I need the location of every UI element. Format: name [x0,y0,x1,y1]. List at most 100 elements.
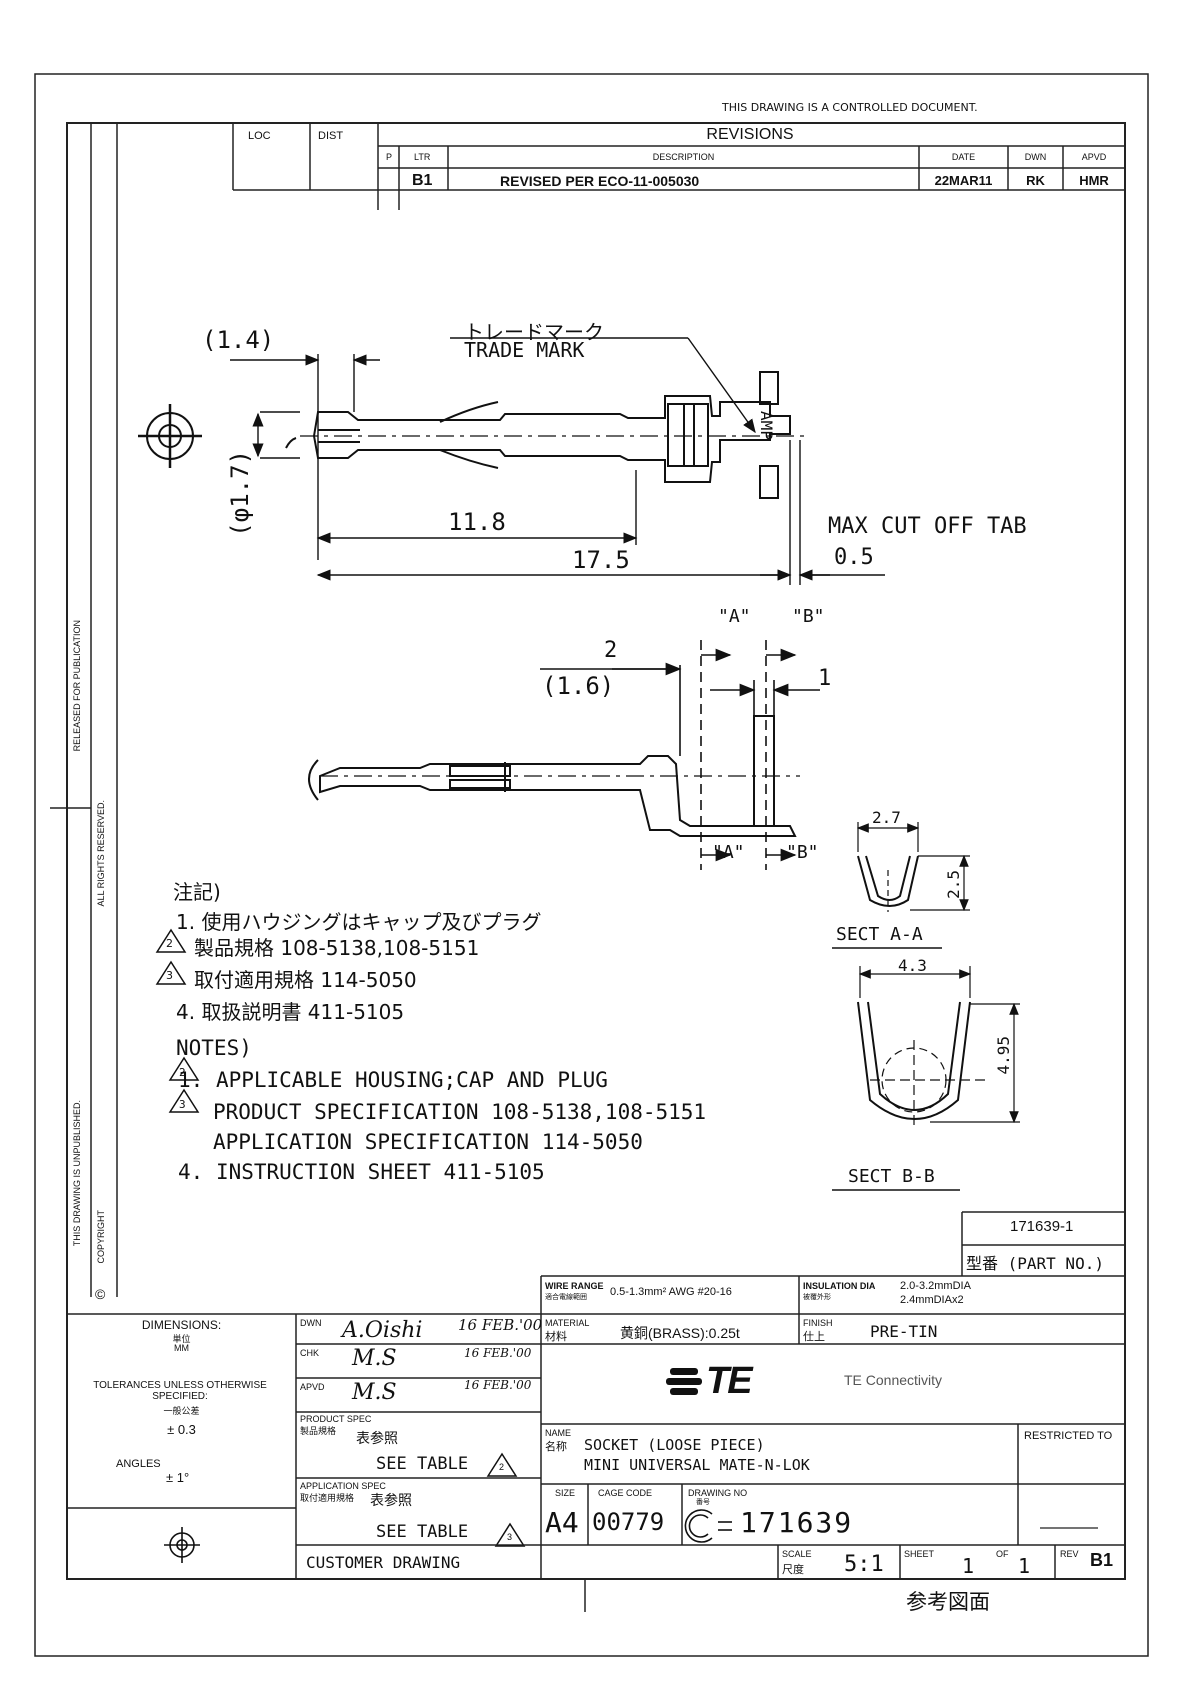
dim-2-5: 2.5 [944,870,963,899]
notes-jp-item-2: 製品規格 108-5138,108-5151 [194,936,480,960]
chk-signature: M.S [352,1346,397,1371]
dimensions-unit: MM [174,1343,189,1353]
dim-4-95: 4.95 [994,1036,1013,1075]
tolerance-value: ± 0.3 [167,1422,196,1437]
notes-en-title: NOTES) [176,1036,252,1060]
sheet-label: SHEET [904,1549,935,1559]
top-view [138,371,810,499]
chk-label: CHK [300,1348,320,1358]
revision-block-lines [232,123,1126,210]
cage-code-label: CAGE CODE [598,1488,653,1498]
dim-1-4: (1.4) [202,326,275,354]
notes-jp-item-2-mark: 2 [166,937,173,950]
amp-trade-mark: AMP [756,411,776,440]
notes-jp-item-1: 1. 使用ハウジングはキャップ及びプラグ [176,910,542,934]
side-label-rights: ALL RIGHTS RESERVED. [96,800,106,907]
apvd-signature: M.S [352,1380,397,1405]
product-spec-see-table: SEE TABLE [376,1454,469,1474]
max-cut-off-tab: MAX CUT OFF TAB [828,514,1027,539]
section-b-b [832,966,1020,1191]
wire-range-value: 0.5-1.3mm² AWG #20-16 [610,1286,732,1298]
top-view-dimensions [230,337,885,585]
name-jp: 名称 [545,1441,567,1453]
dwn-date: 16 FEB.'00 [458,1316,543,1334]
copyright-symbol: © [95,1286,106,1302]
apvd-label: APVD [300,1382,325,1392]
dim-1: 1 [818,666,832,691]
note-triangles [155,928,526,1547]
part-name-line-1: SOCKET (LOOSE PIECE) [584,1436,765,1454]
of-label: OF [996,1549,1009,1559]
apvd-date: 16 FEB.'00 [464,1378,532,1392]
side-view [308,715,800,837]
dimensions-label: DIMENSIONS: [141,1318,222,1332]
name-label: NAME [545,1428,572,1438]
rev-loc-label: LOC [248,130,271,142]
rev-row-description: REVISED PER ECO-11-005030 [500,173,700,189]
drawing-number-value: 171639 [740,1506,854,1539]
section-b-marker-top: "B" [792,606,825,627]
dim-0-5: 0.5 [834,545,874,570]
notes-en-item-1: 1. APPLICABLE HOUSING;CAP AND PLUG [178,1068,608,1092]
rev-row-apvd: HMR [1079,173,1109,188]
section-a-a-label: SECT A-A [836,924,923,945]
te-logo: TE [706,1360,753,1402]
company-name: TE Connectivity [844,1372,943,1388]
section-a-marker-top: "A" [718,606,751,627]
restricted-to-label: RESTRICTED TO [1024,1430,1113,1442]
application-spec-jp: 取付適用規格 [300,1493,355,1503]
trade-mark-jp: トレードマーク [464,320,604,344]
notes-jp-title: 注記) [173,880,221,904]
customer-drawing: CUSTOMER DRAWING [306,1553,461,1572]
rev-row-dwn: RK [1026,173,1045,188]
application-spec-triangle-number: 3 [507,1532,513,1542]
drawing-number-c-symbol [684,1509,732,1543]
angles-value: ± 1° [166,1470,190,1485]
wire-range-jp: 適合電線範囲 [545,1294,587,1301]
finish-label: FINISH [803,1318,833,1328]
rev-label: REV [1060,1549,1079,1559]
section-b-b-label: SECT B-B [848,1166,935,1187]
size-value: A4 [545,1506,579,1539]
sheet-border [34,73,1149,1657]
projection-symbol [164,1527,200,1563]
finish-value: PRE-TIN [870,1322,938,1341]
insulation-dia-jp: 被覆外形 [803,1294,831,1301]
scale-jp: 尺度 [782,1564,804,1576]
insulation-dia-value-1: 2.0-3.2mmDIA [900,1280,971,1292]
side-label-unpublished: THIS DRAWING IS UNPUBLISHED. [72,1100,82,1247]
rev-dist-label: DIST [318,130,344,142]
notes-en-item-2: PRODUCT SPECIFICATION 108-5138,108-5151 [213,1100,707,1124]
notes-en-item-3: APPLICATION SPECIFICATION 114-5050 [213,1130,643,1154]
te-logo-mark [666,1368,702,1395]
rev-value: B1 [1090,1550,1114,1570]
dim-11-8: 11.8 [448,508,506,536]
rev-col-apvd: APVD [1081,152,1107,162]
notes-en-item-3-mark: 3 [179,1098,186,1111]
notes-en-item-4: 4. INSTRUCTION SHEET 411-5105 [178,1160,545,1184]
rev-col-date: DATE [951,152,976,162]
side-label-copyright: COPYRIGHT [96,1210,106,1264]
dwn-label: DWN [300,1318,322,1328]
application-spec-see-table: SEE TABLE [376,1522,469,1542]
dim-1-6: (1.6) [542,672,615,700]
part-number-box-lines [961,1211,1125,1276]
drawing-number-prefix: C [693,1509,694,1510]
size-label: SIZE [555,1488,576,1498]
product-spec-triangle-number: 2 [499,1462,505,1472]
cage-code-value: 00779 [592,1508,665,1536]
section-a-marker-bottom: "A" [712,842,745,863]
drawing-number-jp: 番号 [696,1499,710,1506]
notes-jp-item-3-mark: 3 [166,969,173,982]
of-value: 1 [1018,1554,1031,1578]
product-spec-ref-jp: 表参照 [356,1430,398,1446]
notes-jp-item-3: 取付適用規格 114-5050 [194,968,417,992]
trade-mark-label: TRADE MARK [464,338,585,362]
product-spec-label: PRODUCT SPEC [300,1414,372,1424]
insulation-dia-label: INSULATION DIA [803,1281,876,1291]
rev-col-p: P [386,152,393,162]
controlled-document-note: THIS DRAWING IS A CONTROLLED DOCUMENT. [722,101,978,114]
material-label: MATERIAL [545,1318,590,1328]
dimensions-jp: 単位 [172,1334,191,1344]
